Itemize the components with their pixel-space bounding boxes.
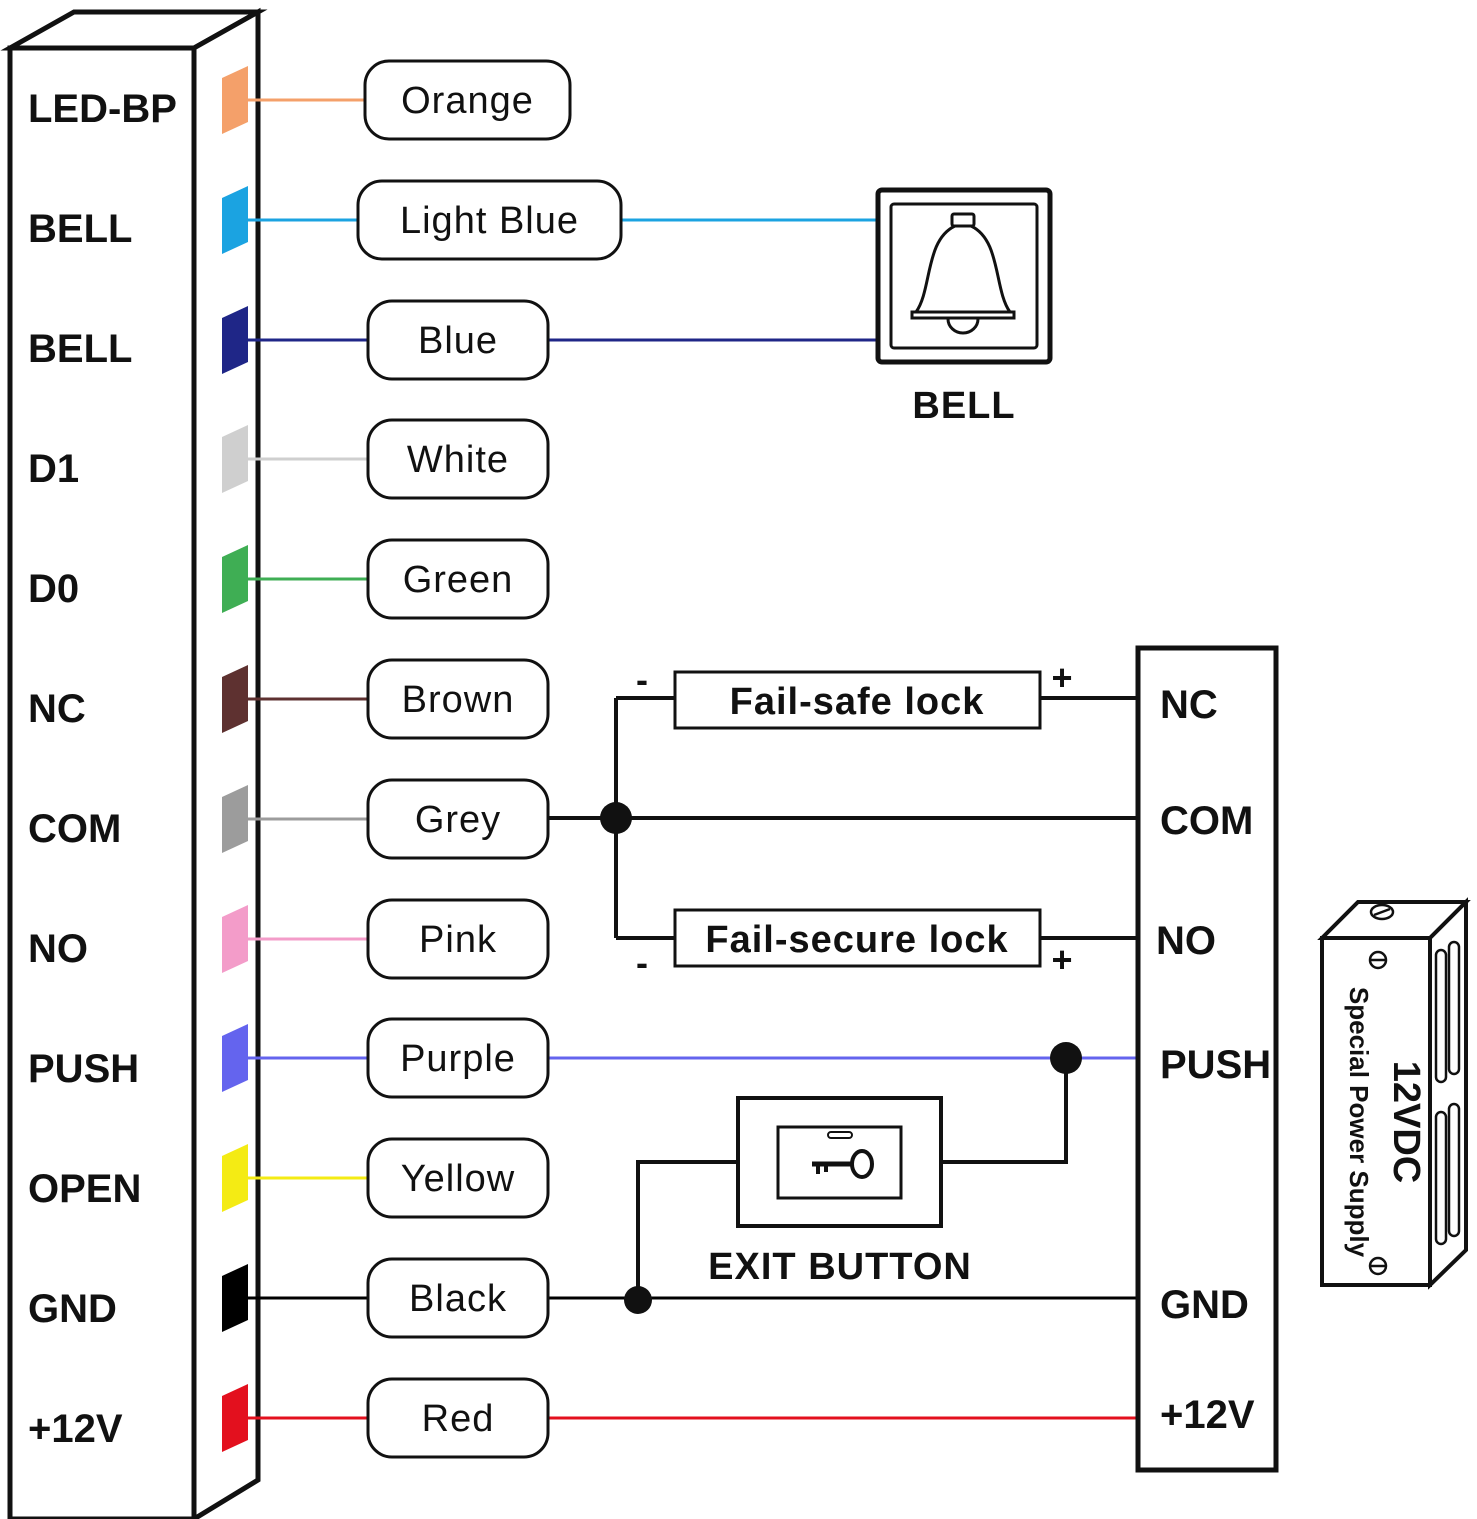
pin-label-d1-3: D1 (28, 447, 79, 491)
wire-capsule-red (366, 1377, 550, 1459)
bell-label: BELL (912, 385, 1015, 427)
fail-safe-lock-label: Fail-safe lock (730, 681, 985, 723)
relay-terminal-gnd: GND (1160, 1283, 1249, 1327)
wire-label-purple: Purple (400, 1038, 516, 1080)
wire-label-black: Black (409, 1278, 507, 1320)
relay-terminal-no: NO (1156, 919, 1216, 963)
pin-label-com-6: COM (28, 807, 121, 851)
push-junction-dot (1050, 1042, 1082, 1074)
com-junction-dot (600, 802, 632, 834)
terminal-tab-brown (222, 665, 248, 733)
exit-button: EXIT BUTTON (708, 1096, 972, 1288)
relay-terminal-push: PUSH (1160, 1043, 1271, 1087)
terminal-tab-yellow (222, 1144, 248, 1212)
fail-secure-minus: - (636, 942, 648, 983)
exit-button-label: EXIT BUTTON (708, 1246, 972, 1288)
pin-label-12v-11: +12V (28, 1407, 123, 1451)
pin-label-bell-1: BELL (28, 207, 132, 251)
bell-icon (910, 212, 1016, 335)
fail-safe-minus: - (636, 659, 648, 700)
wire-capsule-light-blue (356, 179, 623, 261)
exit-button-wiring (636, 1058, 1068, 1300)
wire-label-light-blue: Light Blue (400, 200, 579, 242)
power-supply-description: Special Power Supply (1344, 987, 1374, 1258)
relay-terminal-12v: +12V (1160, 1393, 1255, 1437)
wire-label-pink: Pink (419, 919, 497, 961)
power-supply (1317, 897, 1471, 1290)
pin-label-nc-5: NC (28, 687, 86, 731)
terminal-tab-light-blue (222, 186, 248, 254)
relay-terminal-nc: NC (1160, 683, 1218, 727)
relay-terminal-labels: NC COM NO PUSH GND +12V (1156, 683, 1271, 1437)
lock-wiring (548, 696, 1138, 940)
wire-label-grey: Grey (415, 799, 501, 841)
fail-safe-plus: + (1051, 657, 1072, 698)
wire-label-green: Green (403, 559, 514, 601)
pin-label-open-9: OPEN (28, 1167, 141, 1211)
pin-label-d0-4: D0 (28, 567, 79, 611)
relay-terminal-block (1135, 645, 1279, 1473)
controller-body (0, 7, 268, 1519)
terminal-tab-orange (222, 66, 248, 134)
terminal-tab-black (222, 1264, 248, 1332)
relay-terminal-com: COM (1160, 799, 1253, 843)
terminal-tab-blue (222, 306, 248, 374)
wire-capsule-pink (366, 898, 550, 980)
wire-label-brown: Brown (402, 679, 515, 721)
fail-safe-lock: Fail-safe lock - + (636, 657, 1073, 730)
pin-label-gnd-10: GND (28, 1287, 117, 1331)
terminal-tab-green (222, 545, 248, 613)
terminal-tab-purple (222, 1024, 248, 1092)
terminal-tab-pink (222, 905, 248, 973)
fail-secure-lock-label: Fail-secure lock (705, 919, 1008, 961)
wire-capsule-yellow (366, 1137, 550, 1219)
wire-capsule-green (366, 538, 550, 620)
power-supply-voltage: 12VDC (1385, 1061, 1427, 1184)
terminal-tab-white (222, 425, 248, 493)
gnd-junction-dot (624, 1286, 652, 1314)
key-icon (812, 1149, 874, 1179)
bell-device: BELL (875, 187, 1053, 427)
wire-capsule-white (366, 418, 550, 500)
wire-label-blue: Blue (418, 320, 498, 362)
wire-capsule-black (366, 1257, 550, 1339)
terminal-tab-grey (222, 785, 248, 853)
wire-capsule-brown (366, 658, 550, 740)
wire-label-orange: Orange (401, 80, 534, 122)
pin-label-ledbp-0: LED-BP (28, 87, 177, 131)
pin-label-no-7: NO (28, 927, 88, 971)
wire-label-red: Red (422, 1398, 495, 1440)
power-supply-labels: 12VDC Special Power Supply (1344, 987, 1427, 1258)
wire-label-yellow: Yellow (401, 1158, 515, 1200)
fail-secure-plus: + (1051, 939, 1072, 980)
wire-capsule-orange (363, 59, 572, 141)
wire-label-white: White (407, 439, 509, 481)
fail-secure-lock: Fail-secure lock - + (636, 908, 1073, 983)
terminal-tab-red (222, 1384, 248, 1452)
wire-capsule-blue (366, 299, 550, 381)
wire-capsule-purple (366, 1017, 550, 1099)
pin-label-push-8: PUSH (28, 1047, 139, 1091)
pin-label-bell-2: BELL (28, 327, 132, 371)
